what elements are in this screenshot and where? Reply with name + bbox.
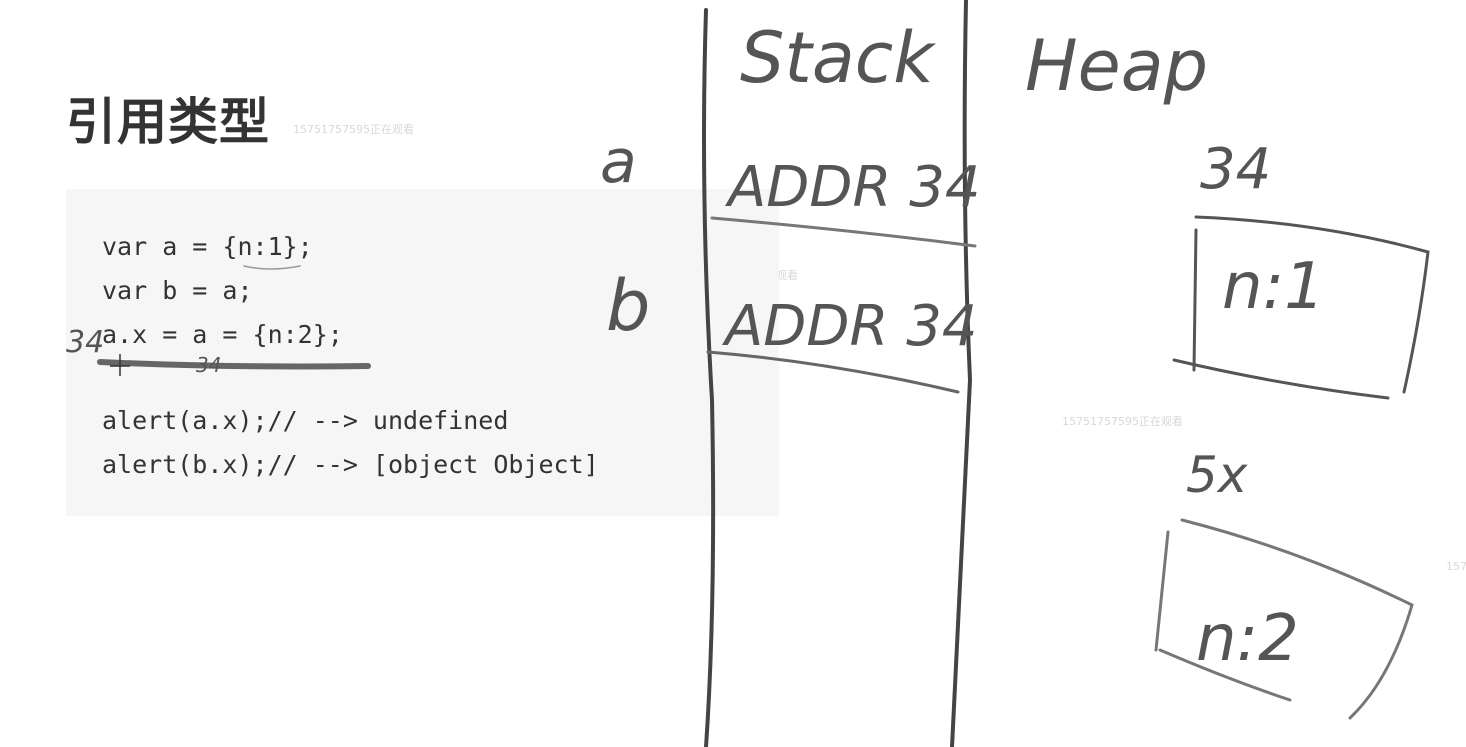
stack-b-value: ADDR 34	[722, 294, 978, 359]
watermark: 157	[1446, 560, 1466, 573]
stack-divider	[710, 216, 977, 248]
heap-address-2: 5x	[1186, 446, 1248, 504]
code-block	[66, 189, 779, 516]
stack-a-value: ADDR 34	[725, 155, 981, 220]
slide-title: 引用类型	[66, 93, 270, 151]
var-a-label: a	[600, 127, 637, 197]
code-underline-note: 34	[196, 353, 221, 377]
code-line: alert(b.x);// --> [object Object]	[102, 450, 599, 479]
curly-underline	[243, 265, 301, 270]
stack-label: Stack	[740, 17, 936, 99]
stack-divider	[706, 350, 960, 394]
code-line: alert(a.x);// --> undefined	[102, 406, 509, 435]
code-line: a.x = a = {n:2};	[102, 320, 343, 349]
heap-object-1: n:1	[1222, 250, 1325, 324]
watermark: 15751757595正在观看	[1062, 415, 1183, 428]
code-line: var a = {n:1};	[102, 232, 313, 261]
heap-address-1: 34	[1200, 137, 1271, 202]
code-line: var b = a;	[102, 276, 253, 305]
stack-left-line	[702, 8, 716, 747]
code-underline	[97, 359, 371, 370]
var-b-label: b	[606, 265, 650, 347]
cursor-crosshair-icon	[110, 354, 130, 376]
stack-right-line	[950, 0, 973, 747]
watermark: 15751757595正在观看	[293, 123, 414, 136]
heap-label: Heap	[1025, 25, 1208, 107]
code-margin-note: 34	[66, 325, 104, 360]
heap-box-1	[1172, 215, 1430, 400]
heap-object-2: n:2	[1196, 602, 1299, 676]
heap-box-2	[1154, 518, 1414, 720]
